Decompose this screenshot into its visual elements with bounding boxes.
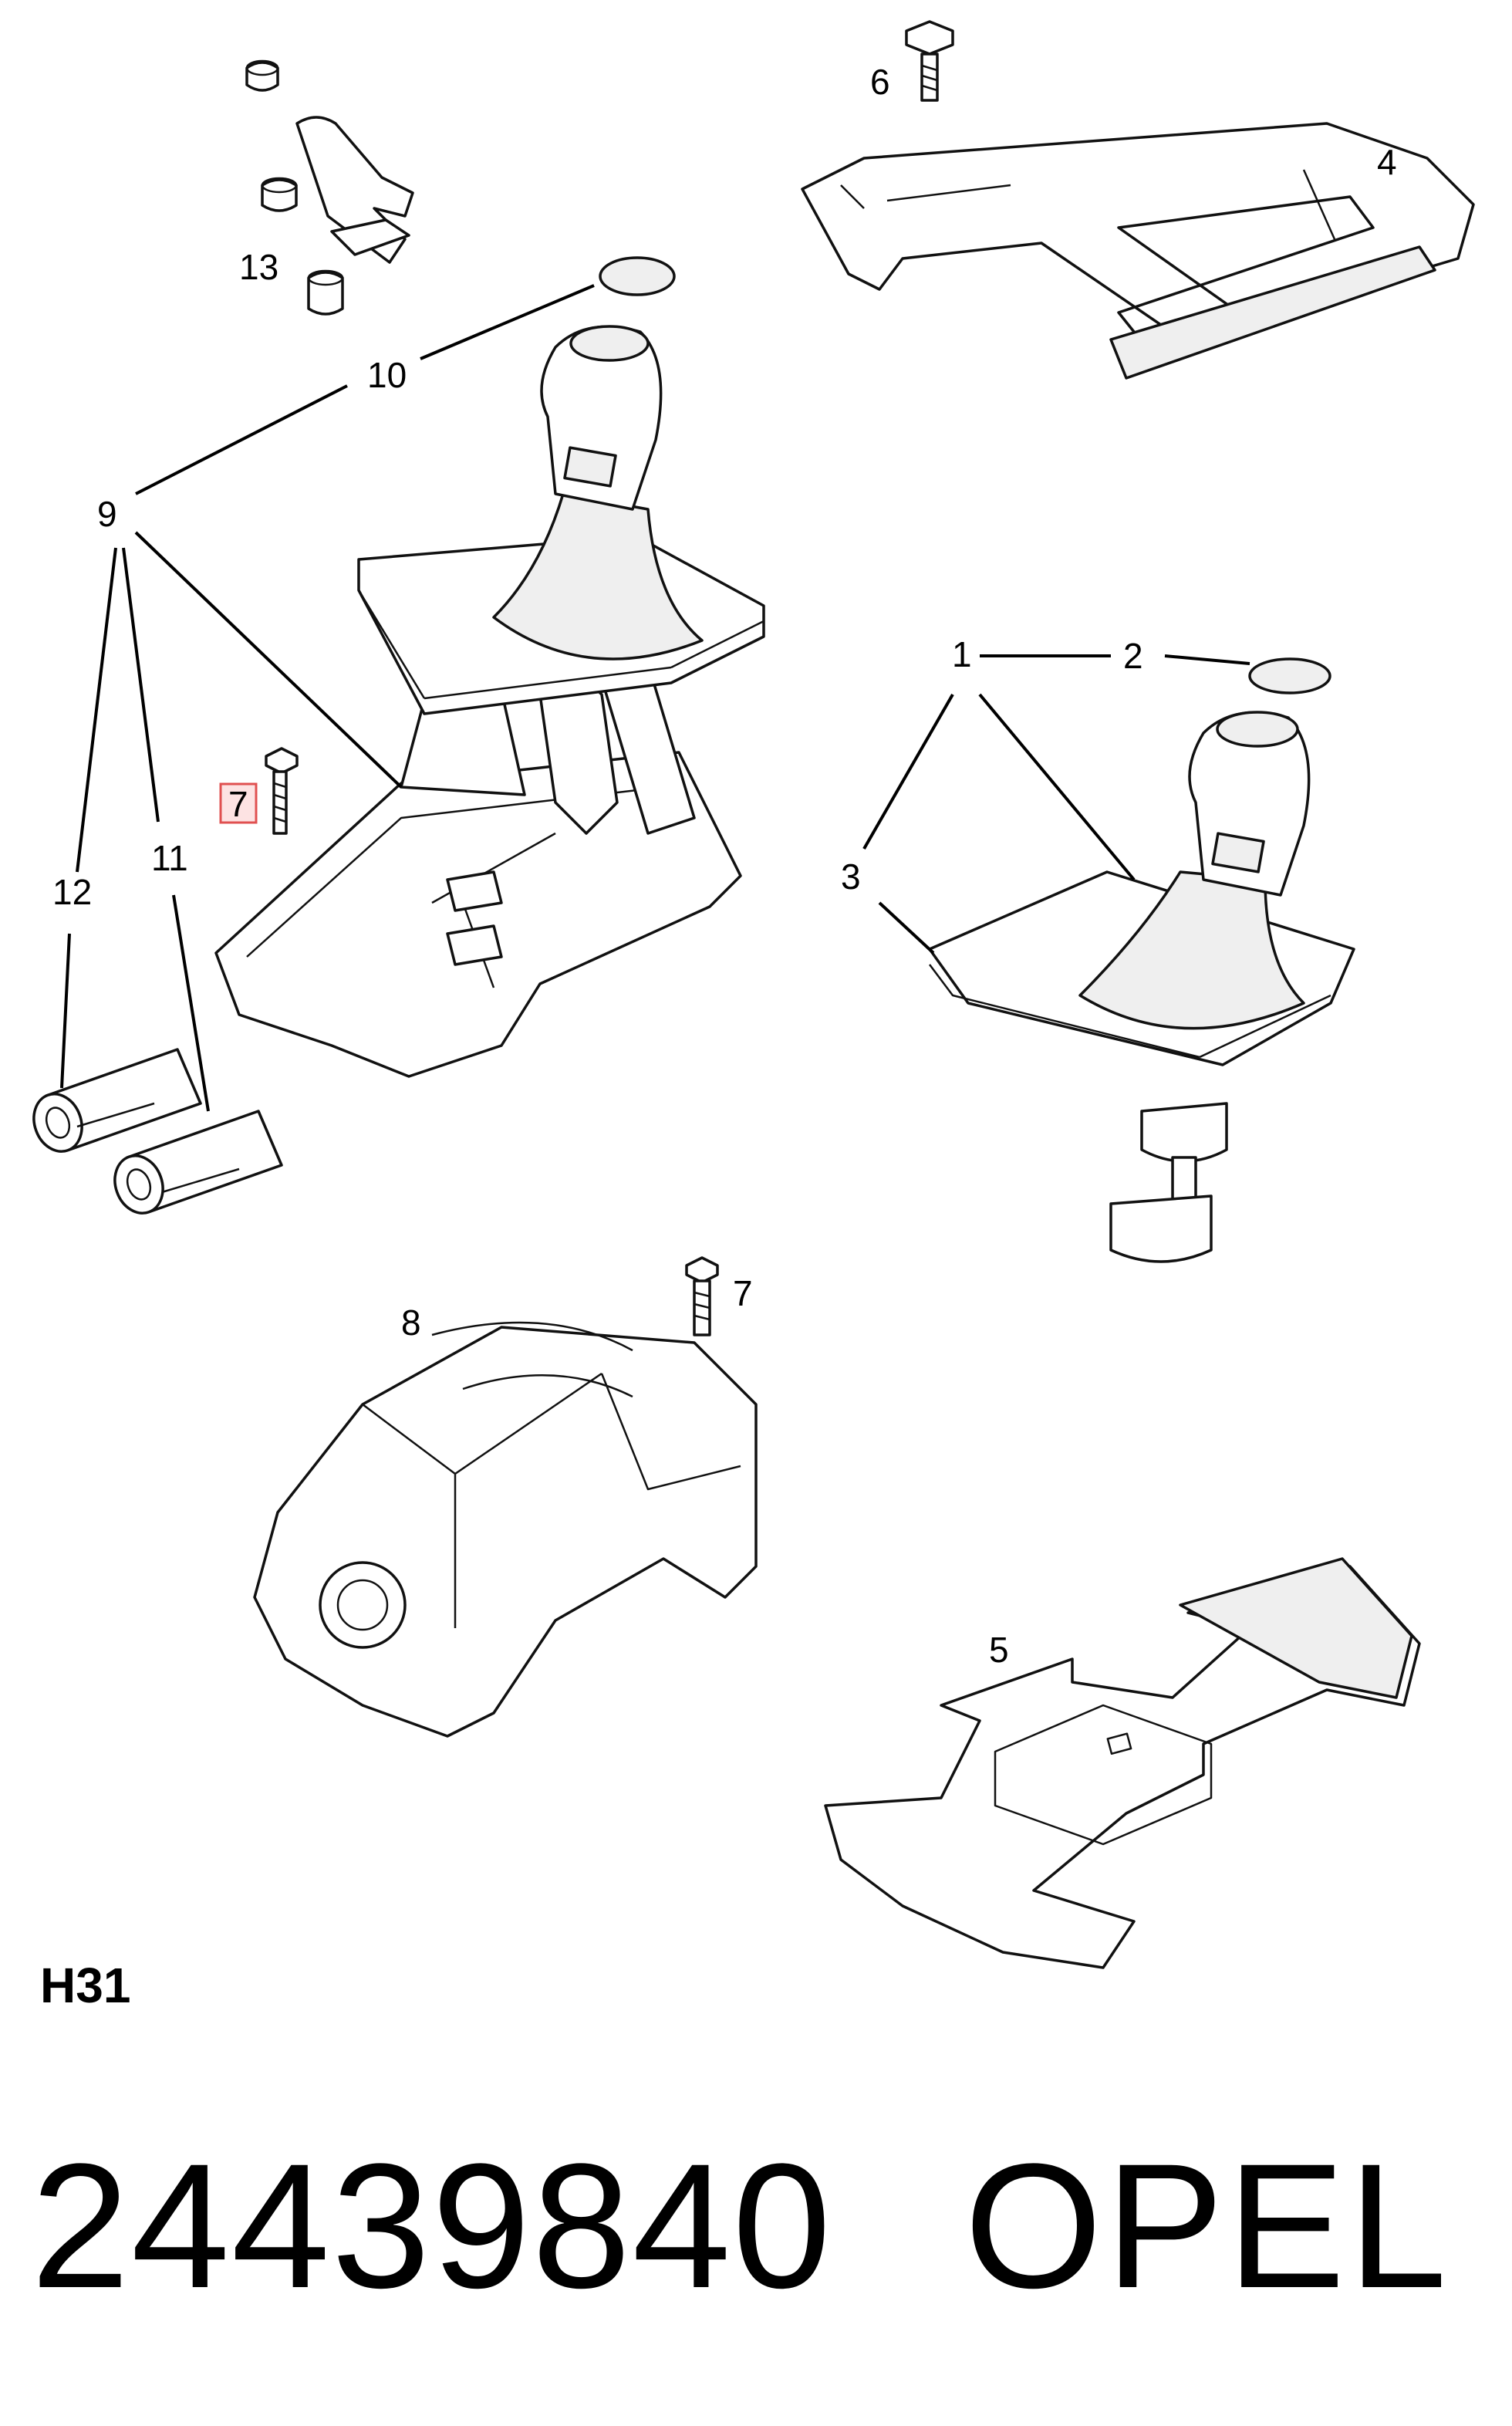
callout-11: 11 bbox=[151, 838, 188, 878]
callout-1: 1 bbox=[952, 634, 972, 674]
leader-lines bbox=[60, 284, 1250, 1112]
callout-2: 2 bbox=[1123, 636, 1143, 676]
part-13-cable-bracket bbox=[245, 59, 414, 316]
part-12-bushing bbox=[32, 1048, 202, 1153]
callout-8: 8 bbox=[401, 1303, 421, 1343]
brand-name: OPEL bbox=[964, 2127, 1450, 2325]
callout-7: 7 bbox=[733, 1273, 753, 1313]
part-9-gear-shift-assembly bbox=[214, 325, 765, 1078]
callout-12: 12 bbox=[52, 872, 92, 912]
callout-9: 9 bbox=[97, 494, 117, 534]
part-8-shifter-bracket bbox=[253, 1321, 758, 1738]
callout-3: 3 bbox=[841, 857, 861, 897]
part-10-knob-cap bbox=[599, 256, 676, 296]
section-code: H31 bbox=[40, 1958, 131, 2013]
part-7-screw-highlighted bbox=[219, 747, 299, 835]
part-7-screw bbox=[685, 1256, 719, 1336]
callout-10: 10 bbox=[367, 355, 407, 395]
part-11-bushing bbox=[113, 1110, 283, 1215]
callout-5: 5 bbox=[989, 1630, 1009, 1670]
callout-4: 4 bbox=[1377, 142, 1397, 182]
part-4-console-trim-frame bbox=[801, 122, 1475, 380]
part-number: 24439840 bbox=[31, 2127, 833, 2325]
part-1-knob-boot-assembly bbox=[928, 711, 1355, 1263]
callout-13: 13 bbox=[239, 247, 278, 287]
exploded-parts-diagram: 13 6 4 10 9 7 12 11 1 2 3 7 8 5 bbox=[32, 20, 1475, 1969]
callout-7-highlighted: 7 bbox=[228, 784, 248, 824]
part-6-screw bbox=[905, 20, 954, 102]
callout-6: 6 bbox=[870, 62, 890, 102]
part-2-knob-cap bbox=[1248, 657, 1331, 694]
part-5-insulation-mat bbox=[824, 1557, 1421, 1969]
